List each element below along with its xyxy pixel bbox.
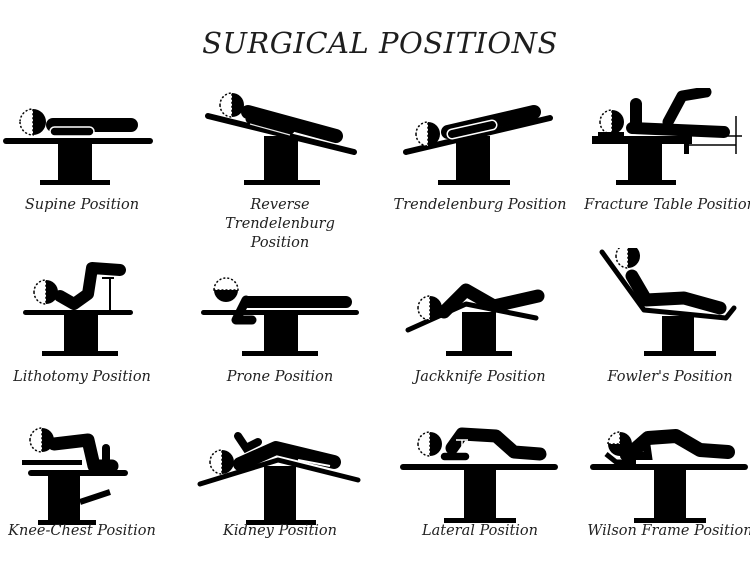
position-label: Lithotomy Position (13, 369, 151, 385)
trendelenburg-position-icon (403, 105, 553, 185)
fowlers-position-icon (599, 248, 737, 356)
wilson-frame-position-icon (590, 429, 748, 523)
position-label: Supine Position (24, 197, 140, 213)
fracture-table-position-icon: x (592, 88, 742, 185)
knee-chest-position-icon (22, 427, 128, 525)
position-label: Wilson Frame Position (587, 523, 750, 539)
page-title: SURGICAL POSITIONS (202, 26, 558, 60)
supine-position-icon (3, 108, 153, 185)
lithotomy-position-icon (23, 262, 133, 356)
reverse-trendelenburg-position-icon (205, 92, 357, 185)
position-label: Kidney Position (223, 523, 337, 539)
svg-text:x: x (720, 126, 727, 139)
position-label: Lateral Position (421, 523, 538, 539)
jackknife-position-icon (405, 283, 545, 356)
position-label: Knee-Chest Position (8, 523, 156, 539)
prone-position-icon (201, 277, 359, 356)
position-label: Prone Position (226, 369, 334, 385)
kidney-position-icon (197, 432, 361, 525)
position-label: Fracture Table Position (584, 197, 750, 213)
lateral-position-icon (400, 427, 558, 523)
position-label: Fowler's Position (607, 369, 733, 385)
position-label: Trendelenburg Position (393, 197, 567, 213)
position-label: Reverse Trendelenburg Position (225, 197, 335, 251)
position-label: Jackknife Position (414, 369, 546, 385)
